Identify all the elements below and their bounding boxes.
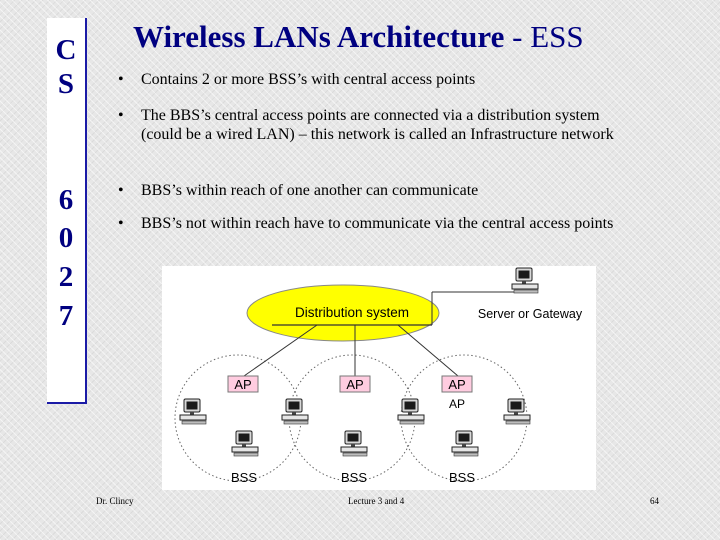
station-pc-icon <box>397 398 425 425</box>
course-code-letter: S <box>57 68 75 100</box>
bullet-item: • The BBS’s central access points are co… <box>118 106 628 144</box>
access-point-label: AP <box>234 377 251 392</box>
access-point-label: AP <box>346 377 363 392</box>
bullet-text: BBS’s not within reach have to communica… <box>141 215 614 232</box>
course-code-digit: 2 <box>58 261 74 293</box>
bss-label: BSS <box>231 470 257 485</box>
ess-diagram: Distribution system Server or Gateway AP… <box>162 266 596 490</box>
access-point-box <box>339 375 371 393</box>
access-point-label: AP <box>448 377 465 392</box>
bullet-text: BBS’s within reach of one another can co… <box>141 182 479 199</box>
course-code-digit: 0 <box>58 222 74 254</box>
access-point-sub-label: AP <box>449 397 465 411</box>
course-code-sidebar: C S 6 0 2 7 <box>47 18 87 404</box>
course-code-digit: 7 <box>58 300 74 332</box>
bullet-marker: • <box>118 107 124 124</box>
bullet-item: • BBS’s within reach of one another can … <box>118 181 658 200</box>
station-pc-icon <box>451 430 479 457</box>
bullet-marker: • <box>118 182 124 199</box>
station-pc-icon <box>503 398 531 425</box>
slide-title-main: Wireless LANs Architecture <box>133 19 505 54</box>
bullet-marker: • <box>118 71 124 88</box>
slide-title-suffix: - ESS <box>512 19 584 54</box>
bullet-item: • BBS’s not within reach have to communi… <box>118 214 638 233</box>
station-pc-icon <box>179 398 207 425</box>
bullet-text: Contains 2 or more BSS’s with central ac… <box>141 71 476 88</box>
station-pc-icon <box>340 430 368 457</box>
bullet-text: The BBS’s central access points are conn… <box>141 107 614 143</box>
server-gateway-label: Server or Gateway <box>478 307 583 321</box>
footer-lecture: Lecture 3 and 4 <box>348 496 405 506</box>
distribution-system-ellipse <box>246 284 440 342</box>
station-pc-icon <box>281 398 309 425</box>
bullet-item: • Contains 2 or more BSS’s with central … <box>118 70 658 89</box>
footer-page-number: 64 <box>650 496 659 506</box>
access-point-box <box>227 375 259 393</box>
bss-label: BSS <box>341 470 367 485</box>
bullet-marker: • <box>118 215 124 232</box>
course-code-digit: 6 <box>58 184 74 216</box>
course-code-letter: C <box>55 34 77 66</box>
slide-title: Wireless LANs Architecture - ESS <box>133 19 693 55</box>
access-point-box <box>441 375 473 393</box>
distribution-system-label: Distribution system <box>295 305 409 320</box>
bss-label: BSS <box>449 470 475 485</box>
station-pc-icon <box>231 430 259 457</box>
server-pc-icon <box>511 267 539 294</box>
footer-author: Dr. Clincy <box>96 496 134 506</box>
